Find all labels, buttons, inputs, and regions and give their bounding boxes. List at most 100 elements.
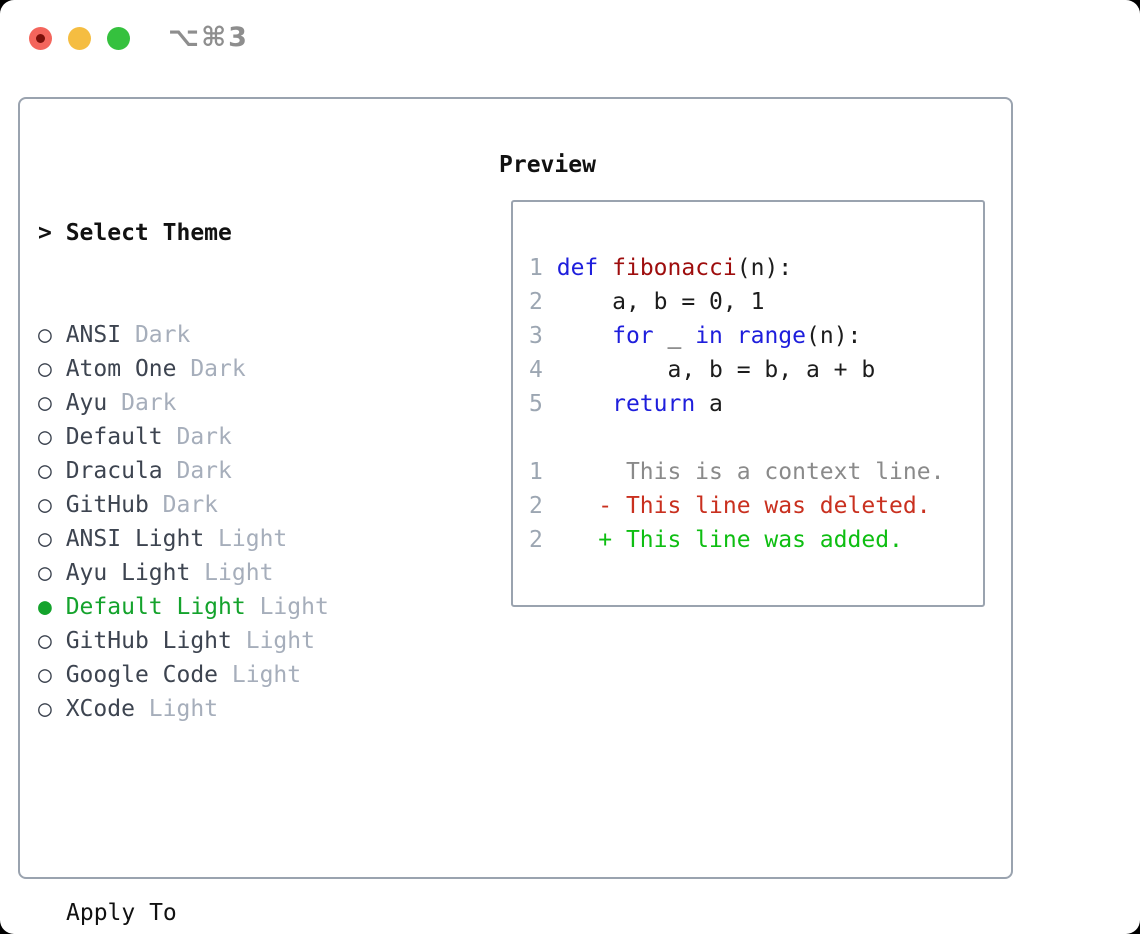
theme-option-ansi[interactable]: ○ ANSI Dark xyxy=(38,318,426,352)
radio-selected-icon: ● xyxy=(38,594,66,620)
theme-picker-left-column: > Select Theme ○ ANSI Dark○ Atom One Dar… xyxy=(38,148,426,934)
line-number: 2 xyxy=(529,289,543,315)
code-line xyxy=(529,421,944,455)
theme-variant: Light xyxy=(231,628,315,654)
code-token-del: - This line was deleted. xyxy=(598,493,931,519)
code-line: 1 This is a context line. xyxy=(529,455,944,489)
code-line: 5 return a xyxy=(529,387,944,421)
theme-variant: Light xyxy=(204,526,288,552)
code-token-plain: (n): xyxy=(806,323,862,349)
line-number: 1 xyxy=(529,459,543,485)
theme-variant: Dark xyxy=(162,424,232,450)
theme-variant: Dark xyxy=(107,390,177,416)
minimize-button[interactable] xyxy=(68,27,91,50)
theme-option-ansi-light[interactable]: ○ ANSI Light Light xyxy=(38,522,426,556)
spacer xyxy=(38,794,426,828)
radio-unselected-icon: ○ xyxy=(38,696,66,722)
line-number: 5 xyxy=(529,391,543,417)
code-token-plain xyxy=(543,493,598,519)
theme-option-dracula[interactable]: ○ Dracula Dark xyxy=(38,454,426,488)
theme-option-default-light[interactable]: ● Default Light Light xyxy=(38,590,426,624)
theme-option-default[interactable]: ○ Default Dark xyxy=(38,420,426,454)
theme-option-github-light[interactable]: ○ GitHub Light Light xyxy=(38,624,426,658)
theme-variant: Light xyxy=(134,696,219,722)
code-token-ctx: This is a context line. xyxy=(542,459,945,485)
code-token-plain xyxy=(543,255,557,281)
code-token-kw: range xyxy=(736,323,807,349)
theme-option-github[interactable]: ○ GitHub Dark xyxy=(38,488,426,522)
theme-name: Atom One xyxy=(65,356,177,382)
line-number: 4 xyxy=(529,357,543,383)
code-token-kw: for xyxy=(612,323,654,349)
keyboard-shortcut-label: ⌥⌘3 xyxy=(168,22,249,53)
select-theme-header: > Select Theme xyxy=(38,220,232,246)
theme-option-ayu[interactable]: ○ Ayu Dark xyxy=(38,386,426,420)
code-token-kw: in xyxy=(695,323,723,349)
code-token-plain xyxy=(723,323,737,349)
theme-option-google-code[interactable]: ○ Google Code Light xyxy=(38,658,426,692)
radio-unselected-icon: ○ xyxy=(38,390,66,416)
preview-box xyxy=(511,200,985,607)
code-token-plain: a, b = b, a + b xyxy=(542,357,876,383)
theme-name: GitHub Light xyxy=(65,628,232,654)
theme-variant: Dark xyxy=(176,356,246,382)
radio-unselected-icon: ○ xyxy=(38,424,66,450)
code-line: 4 a, b = b, a + b xyxy=(529,353,944,387)
theme-name: Ayu xyxy=(65,390,108,416)
radio-unselected-icon: ○ xyxy=(38,356,66,382)
line-number: 2 xyxy=(529,527,543,553)
code-token-plain xyxy=(543,391,612,417)
line-number: 1 xyxy=(529,255,543,281)
code-line: 2 - This line was deleted. xyxy=(529,489,944,523)
code-token-plain: (n): xyxy=(736,255,793,281)
theme-name: ANSI xyxy=(65,322,122,348)
apply-to-header: Apply To xyxy=(66,900,177,926)
theme-name: Ayu Light xyxy=(65,560,191,586)
theme-list: ○ ANSI Dark○ Atom One Dark○ Ayu Dark○ De… xyxy=(38,318,426,726)
radio-unselected-icon: ○ xyxy=(38,560,66,586)
code-token-kw: def xyxy=(556,255,599,281)
theme-variant: Light xyxy=(190,560,274,586)
code-line: 2 a, b = 0, 1 xyxy=(529,285,944,319)
preview-header: Preview xyxy=(499,152,596,178)
line-number: 3 xyxy=(529,323,543,349)
code-line: 1 def fibonacci(n): xyxy=(529,251,944,285)
radio-unselected-icon: ○ xyxy=(38,662,66,688)
radio-unselected-icon: ○ xyxy=(38,628,66,654)
theme-variant: Dark xyxy=(148,492,219,518)
close-button[interactable] xyxy=(29,27,52,50)
unsaved-indicator-dot xyxy=(36,34,45,43)
theme-name: Default xyxy=(65,424,163,450)
theme-name: GitHub xyxy=(65,492,149,518)
theme-option-ayu-light[interactable]: ○ Ayu Light Light xyxy=(38,556,426,590)
code-token-plain: a, b = 0, 1 xyxy=(542,289,765,315)
radio-unselected-icon: ○ xyxy=(38,458,66,484)
code-token-plain xyxy=(543,527,598,553)
theme-name: Default Light xyxy=(65,594,246,620)
theme-option-xcode[interactable]: ○ XCode Light xyxy=(38,692,426,726)
code-token-plain: _ xyxy=(653,323,696,349)
code-token-kw: return xyxy=(612,391,696,417)
theme-variant: Dark xyxy=(121,322,191,348)
theme-name: Dracula xyxy=(65,458,163,484)
theme-name: XCode xyxy=(65,696,135,722)
code-line: 2 + This line was added. xyxy=(529,523,944,557)
code-token-plain xyxy=(598,255,612,281)
radio-unselected-icon: ○ xyxy=(38,322,66,348)
theme-variant: Light xyxy=(218,662,302,688)
theme-variant: Light xyxy=(245,594,329,620)
radio-unselected-icon: ○ xyxy=(38,526,66,552)
radio-unselected-icon: ○ xyxy=(38,492,66,518)
code-line: 3 for _ in range(n): xyxy=(529,319,944,353)
code-token-plain: a xyxy=(695,391,723,417)
theme-name: Google Code xyxy=(65,662,219,688)
line-number: 2 xyxy=(529,493,543,519)
theme-name: ANSI Light xyxy=(65,526,205,552)
code-token-plain xyxy=(543,323,612,349)
zoom-button[interactable] xyxy=(107,27,130,50)
code-token-add: + This line was added. xyxy=(598,527,903,553)
theme-option-atom-one[interactable]: ○ Atom One Dark xyxy=(38,352,426,386)
theme-variant: Dark xyxy=(162,458,232,484)
